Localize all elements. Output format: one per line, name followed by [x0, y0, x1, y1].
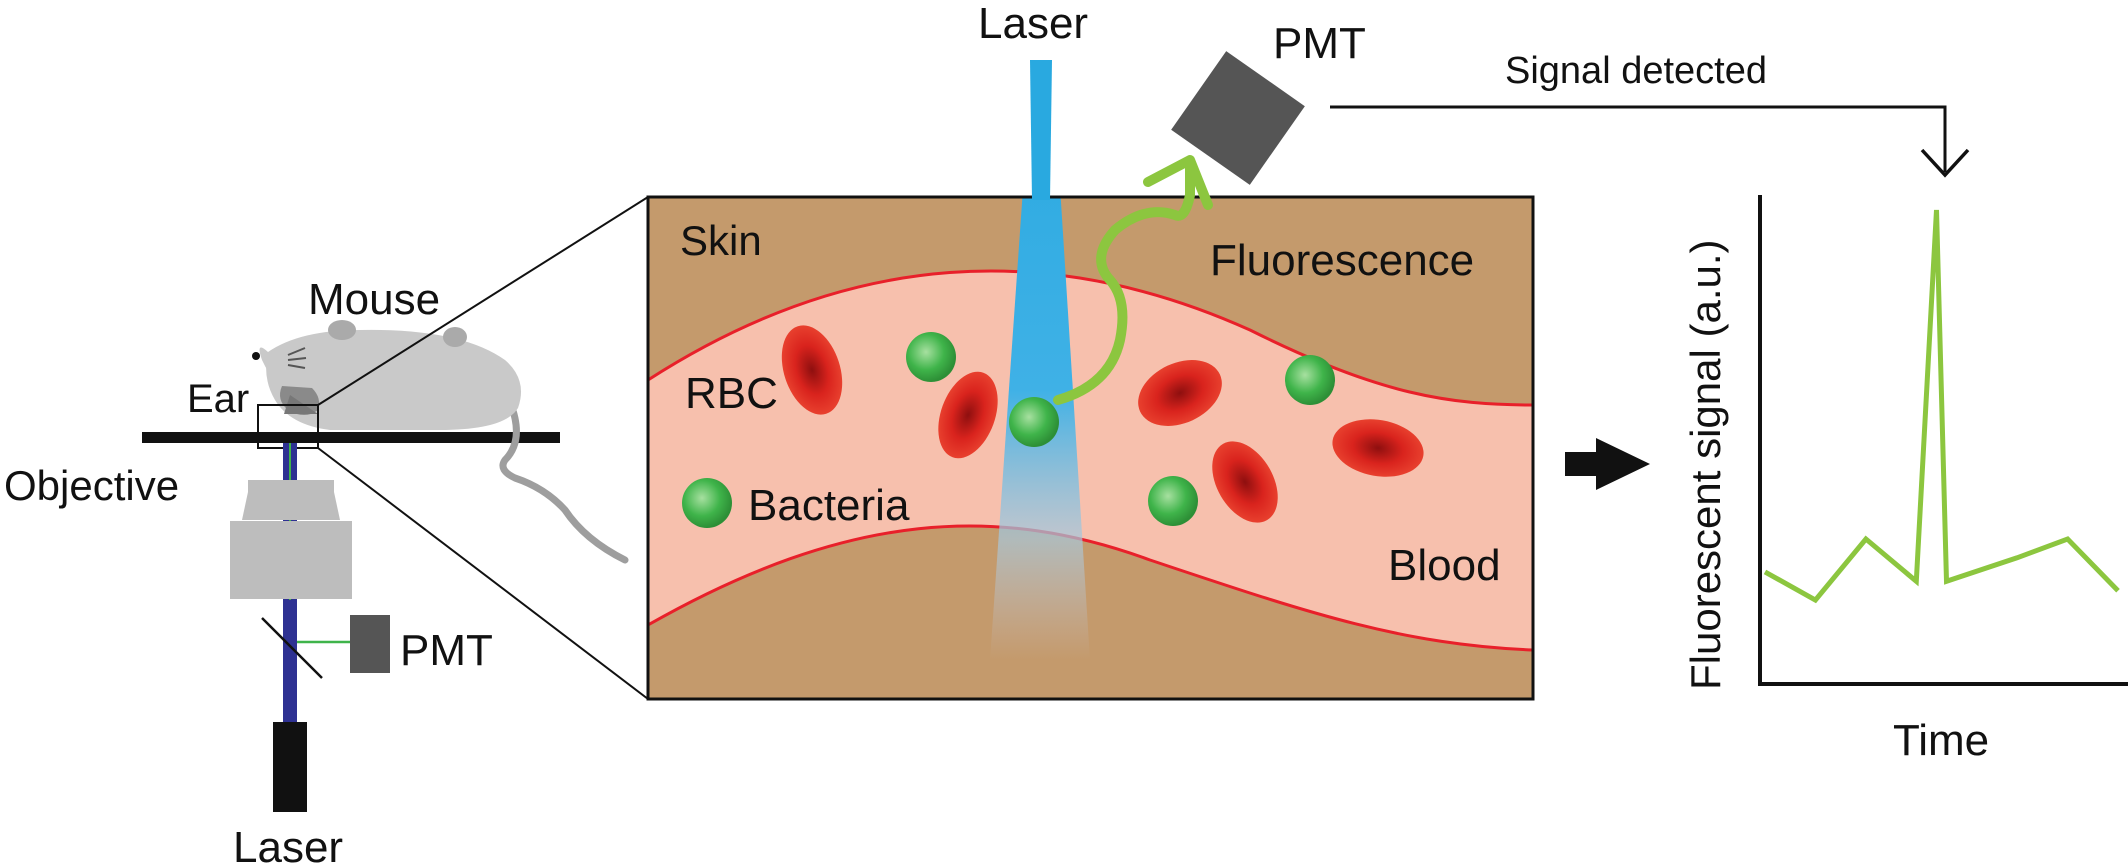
bacteria-label: Bacteria: [748, 481, 910, 530]
signal-path-line: [1330, 105, 1947, 172]
zoom-laser-label: Laser: [978, 0, 1088, 48]
signal-detected-label: Signal detected: [1505, 50, 1767, 92]
setup-pmt-box: [350, 615, 390, 673]
bacteria-cells: [682, 332, 1335, 528]
zoom-pmt-label: PMT: [1273, 19, 1366, 68]
signal-trace: [1763, 209, 2120, 604]
setup-laser-source: [273, 722, 307, 812]
fluorescence-emission: [1053, 160, 1195, 405]
rbc-label: RBC: [685, 369, 778, 418]
tissue-zoom-panel: Laser PMT Signal detected Skin Fluoresce…: [646, 0, 1970, 701]
illuminated-bacterium: [1009, 397, 1059, 447]
rbc-cell: [1332, 419, 1424, 477]
rbc-cell: [781, 325, 843, 415]
laser-beam-top: [1030, 60, 1052, 200]
blood-label: Blood: [1388, 541, 1501, 590]
result-arrow: [1565, 438, 1650, 490]
mouse-label: Mouse: [308, 275, 440, 324]
y-axis-label: Fluorescent signal (a.u.): [1682, 239, 1729, 690]
microscope-setup: Mouse Ear Objective PMT Laser: [4, 196, 649, 867]
tissue-box-border: [646, 195, 1535, 701]
zoom-pmt-box: [1171, 51, 1305, 185]
bacterium: [906, 332, 956, 382]
rbc-cell: [1138, 360, 1222, 426]
rbc-cell: [1212, 441, 1278, 523]
stage-bar: [142, 432, 560, 443]
bacterium: [1148, 476, 1198, 526]
dichroic-mirror: [261, 617, 323, 679]
fluorescence-label: Fluorescence: [1210, 236, 1474, 285]
rbc-cell: [938, 371, 998, 459]
skin-label: Skin: [680, 217, 762, 264]
signal-chart: Time Fluorescent signal (a.u.): [1682, 195, 2128, 765]
signal-down-arrowhead: [1920, 148, 1970, 178]
setup-pmt-label: PMT: [400, 626, 493, 675]
setup-laser-label: Laser: [233, 823, 343, 867]
red-blood-cells: [781, 325, 1424, 523]
objective-illustration: [230, 480, 352, 599]
objective-label: Objective: [4, 462, 179, 509]
fluorescence-arrowhead: [1143, 155, 1213, 210]
bacterium: [682, 478, 732, 528]
x-axis-label: Time: [1893, 716, 1989, 765]
zoom-line-top: [317, 196, 649, 406]
bacterium: [1285, 355, 1335, 405]
ear-label: Ear: [187, 377, 249, 421]
zoom-line-bottom: [317, 447, 649, 700]
